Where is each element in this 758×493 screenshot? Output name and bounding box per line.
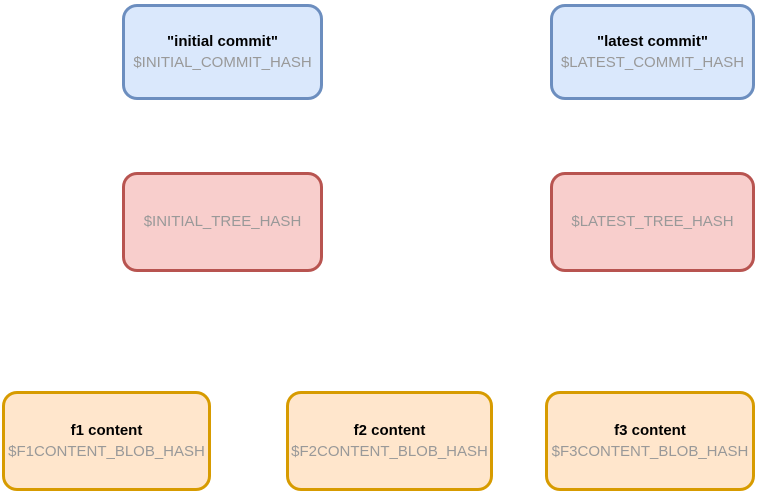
node-hash: $F3CONTENT_BLOB_HASH <box>551 442 749 460</box>
node-hash: $F2CONTENT_BLOB_HASH <box>291 442 488 460</box>
node-title: f1 content <box>70 421 143 439</box>
blob-node-f1: f1 content $F1CONTENT_BLOB_HASH <box>2 391 211 491</box>
node-hash: $LATEST_TREE_HASH <box>571 213 734 230</box>
node-hash: $LATEST_COMMIT_HASH <box>560 53 745 71</box>
node-hash: $F1CONTENT_BLOB_HASH <box>8 442 205 460</box>
node-title: f3 content <box>614 421 686 439</box>
blob-node-f3: f3 content $F3CONTENT_BLOB_HASH <box>545 391 755 491</box>
node-title: f2 content <box>353 421 426 439</box>
node-hash: $INITIAL_TREE_HASH <box>143 213 302 230</box>
node-title: "initial commit" <box>167 32 278 50</box>
node-hash: $INITIAL_COMMIT_HASH <box>133 53 312 71</box>
commit-node-latest: "latest commit" $LATEST_COMMIT_HASH <box>550 4 755 100</box>
blob-node-f2: f2 content $F2CONTENT_BLOB_HASH <box>286 391 493 491</box>
node-title: "latest commit" <box>597 32 708 50</box>
commit-node-initial: "initial commit" $INITIAL_COMMIT_HASH <box>122 4 323 100</box>
tree-node-latest: $LATEST_TREE_HASH <box>550 172 755 272</box>
tree-node-initial: $INITIAL_TREE_HASH <box>122 172 323 272</box>
